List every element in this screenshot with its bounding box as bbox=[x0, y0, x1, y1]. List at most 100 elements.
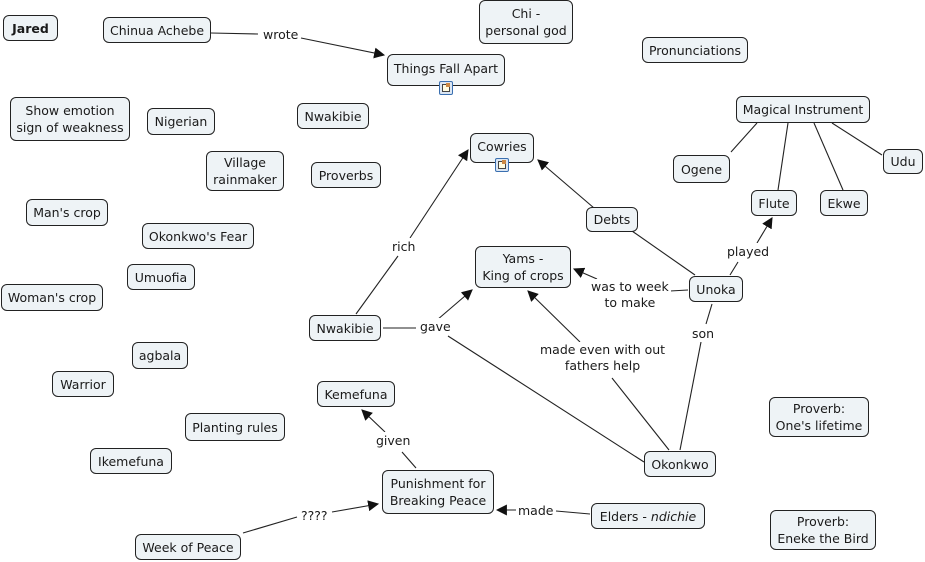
concept-ikemefuna[interactable]: Ikemefuna bbox=[90, 448, 172, 474]
document-image-icon[interactable] bbox=[495, 158, 509, 172]
concept-label: Ikemefuna bbox=[98, 453, 164, 469]
link-label-line2: fathers help bbox=[564, 358, 641, 373]
link-chinua-wrote bbox=[210, 32, 259, 35]
link-label-question[interactable]: ???? bbox=[299, 507, 330, 524]
concept-agbala[interactable]: agbala bbox=[132, 342, 188, 369]
concept-label: Warrior bbox=[60, 376, 106, 392]
concept-label-line1: Yams - bbox=[502, 251, 544, 266]
concept-cowries[interactable]: Cowries bbox=[470, 133, 534, 172]
concept-pronunciations[interactable]: Pronunciations bbox=[642, 37, 748, 63]
document-image-icon[interactable] bbox=[439, 81, 453, 95]
concept-label: Unoka bbox=[696, 281, 736, 297]
concept-nigerian[interactable]: Nigerian bbox=[147, 108, 215, 135]
concept-label: Cowries bbox=[477, 139, 527, 154]
concept-label: Ogene bbox=[680, 161, 723, 177]
concept-okonkwo[interactable]: Okonkwo bbox=[644, 451, 716, 477]
concept-label: Umuofia bbox=[134, 269, 188, 285]
link-okonkwo-madeeven bbox=[611, 377, 670, 451]
concept-label: Chinua Achebe bbox=[109, 22, 205, 38]
link-label-made-even[interactable]: made even with out fathers help bbox=[538, 342, 668, 374]
link-week-question bbox=[242, 516, 298, 534]
link-label-was-to-week[interactable]: was to week to make bbox=[589, 279, 671, 311]
concept-label-line2: sign of weakness bbox=[16, 120, 124, 135]
link-mi-udu bbox=[831, 122, 883, 156]
concept-show-emotion[interactable]: Show emotion sign of weakness bbox=[10, 97, 130, 141]
link-unoka-wastoweek bbox=[669, 289, 689, 292]
link-label-made[interactable]: made bbox=[516, 502, 556, 519]
concept-village-rainmaker[interactable]: Village rainmaker bbox=[206, 151, 284, 191]
concept-week-of-peace[interactable]: Week of Peace bbox=[135, 534, 241, 560]
concept-womans-crop[interactable]: Woman's crop bbox=[1, 284, 103, 311]
concept-label-line1: Punishment for bbox=[390, 476, 486, 491]
concept-label-line2: rainmaker bbox=[213, 172, 277, 187]
concept-unoka[interactable]: Unoka bbox=[689, 276, 743, 302]
link-label-rich[interactable]: rich bbox=[390, 238, 418, 255]
link-label-given[interactable]: given bbox=[374, 432, 413, 449]
concept-proverbs[interactable]: Proverbs bbox=[311, 162, 381, 188]
concept-label: Man's crop bbox=[33, 205, 101, 220]
concept-ogene[interactable]: Ogene bbox=[673, 155, 730, 183]
elders-ndichie: ndichie bbox=[650, 508, 697, 524]
concept-debts[interactable]: Debts bbox=[586, 207, 638, 232]
concept-proverb-lifetime[interactable]: Proverb: One's lifetime bbox=[769, 397, 869, 437]
link-label-line1: was to week bbox=[591, 279, 669, 294]
link-label-gave[interactable]: gave bbox=[418, 318, 453, 335]
concept-udu[interactable]: Udu bbox=[883, 149, 923, 174]
link-okonkwo-gave bbox=[447, 335, 645, 463]
concept-label-line1: Proverb: bbox=[792, 401, 846, 416]
concept-label: Debts bbox=[593, 212, 631, 227]
link-unoka-played bbox=[729, 261, 739, 276]
concept-label: Nigerian bbox=[154, 114, 208, 129]
concept-planting-rules[interactable]: Planting rules bbox=[185, 413, 285, 441]
concept-label-line2: personal god bbox=[485, 23, 567, 38]
concept-kemefuna[interactable]: Kemefuna bbox=[317, 381, 395, 407]
concept-label: Kemefuna bbox=[324, 386, 388, 402]
link-unoka-debts bbox=[631, 230, 696, 276]
link-punishment-given bbox=[401, 451, 417, 469]
concept-ekwe[interactable]: Ekwe bbox=[820, 190, 868, 216]
concept-label: Flute bbox=[758, 195, 790, 211]
concept-nwakibie[interactable]: Nwakibie bbox=[309, 315, 381, 341]
concept-label: Okonkwo bbox=[651, 456, 709, 472]
concept-flute[interactable]: Flute bbox=[751, 190, 797, 216]
link-label-son[interactable]: son bbox=[690, 325, 717, 342]
concept-elders[interactable]: Elders - ndichie bbox=[591, 503, 705, 529]
concept-okonkwos-fear[interactable]: Okonkwo's Fear bbox=[142, 223, 254, 249]
concept-label: Ekwe bbox=[827, 195, 861, 211]
concept-chinua-achebe[interactable]: Chinua Achebe bbox=[103, 17, 211, 43]
concept-yams[interactable]: Yams - King of crops bbox=[475, 246, 571, 288]
link-nwakibie-rich bbox=[355, 255, 399, 315]
link-question-punishment bbox=[331, 500, 380, 513]
concept-label-line1: Show emotion bbox=[25, 103, 115, 118]
link-label-wrote[interactable]: wrote bbox=[261, 26, 301, 43]
link-mi-flute bbox=[777, 122, 789, 191]
concept-mans-crop[interactable]: Man's crop bbox=[26, 199, 108, 226]
concept-label-line2: One's lifetime bbox=[775, 418, 863, 433]
concept-label-line1: Chi - bbox=[511, 6, 541, 21]
link-mi-ogene bbox=[730, 122, 758, 153]
concept-magical-instrument[interactable]: Magical Instrument bbox=[736, 96, 870, 123]
concept-proverb-eneke[interactable]: Proverb: Eneke the Bird bbox=[770, 510, 876, 550]
concept-jared[interactable]: Jared bbox=[3, 15, 58, 41]
link-played-flute bbox=[756, 217, 773, 244]
concept-label-line1: Proverb: bbox=[796, 514, 850, 529]
link-label-played[interactable]: played bbox=[725, 243, 772, 260]
concept-punishment[interactable]: Punishment for Breaking Peace bbox=[382, 470, 494, 514]
link-label-line2: to make bbox=[604, 295, 656, 310]
concept-label: Week of Peace bbox=[142, 539, 234, 555]
link-rich-cowries bbox=[409, 149, 469, 239]
concept-label-line2: King of crops bbox=[482, 268, 564, 283]
elders-prefix: Elders - bbox=[599, 508, 651, 524]
concept-label: Nwakibie bbox=[304, 108, 362, 124]
concept-warrior[interactable]: Warrior bbox=[52, 371, 114, 397]
concept-nwakibie-top[interactable]: Nwakibie bbox=[297, 103, 369, 129]
link-elders-made bbox=[555, 510, 591, 515]
concept-chi[interactable]: Chi - personal god bbox=[479, 0, 573, 44]
concept-umuofia[interactable]: Umuofia bbox=[127, 264, 195, 290]
concept-label: Woman's crop bbox=[7, 290, 97, 305]
concept-label: Magical Instrument bbox=[742, 102, 864, 117]
concept-label-line2: Eneke the Bird bbox=[777, 531, 869, 546]
link-given-kemefuna bbox=[361, 409, 386, 433]
concept-things-fall-apart[interactable]: Things Fall Apart bbox=[387, 54, 505, 95]
